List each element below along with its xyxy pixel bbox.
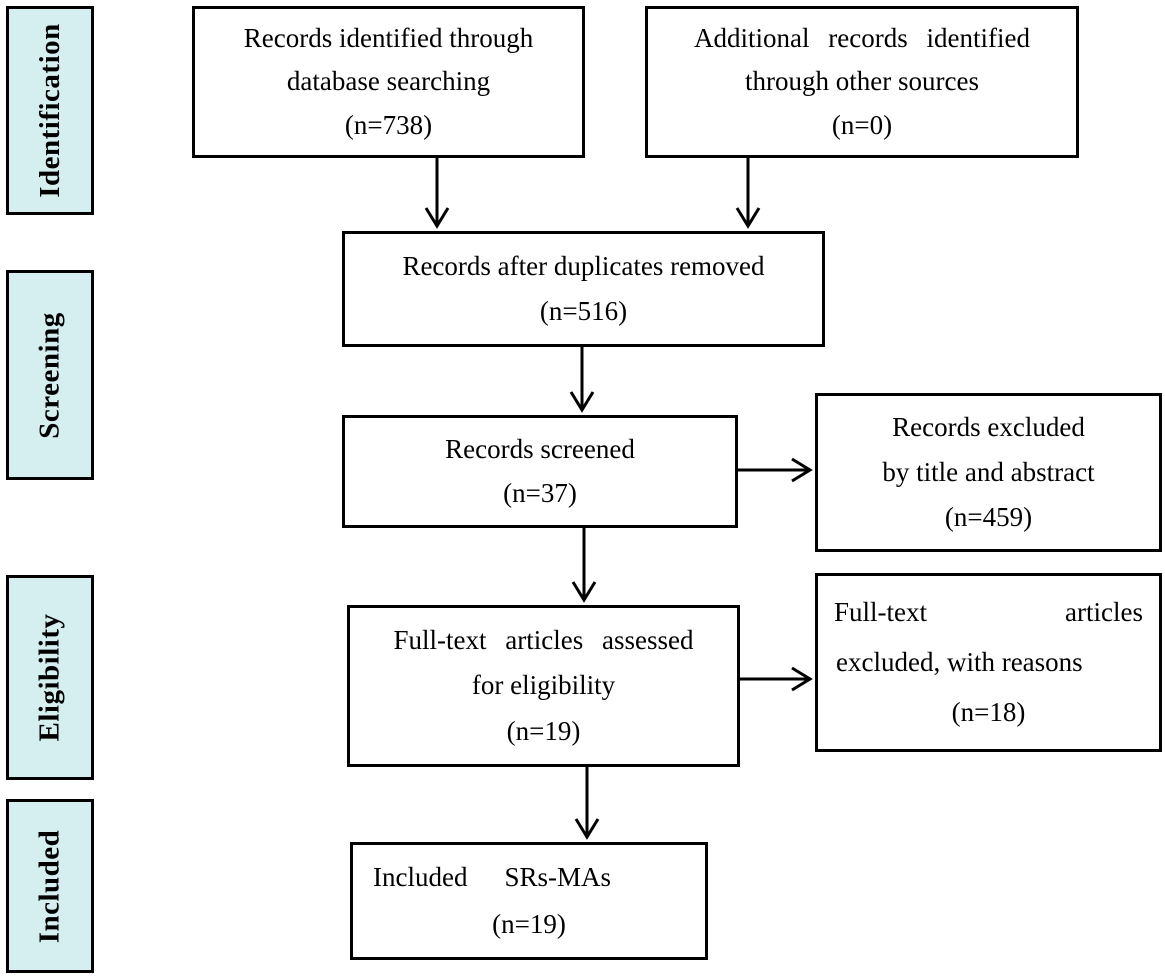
stage-included: Included <box>6 799 94 973</box>
box-fulltext-assessed: Full-text articles assessed for eligibil… <box>347 605 740 767</box>
box-records-excluded-line1: Records excluded <box>892 411 1085 442</box>
box-included-srs-count: (n=19) <box>492 908 566 939</box>
box-additional-records: Additional records identified through ot… <box>645 6 1079 158</box>
box-fulltext-excluded-count: (n=18) <box>951 696 1026 727</box>
box-records-excluded-count: (n=459) <box>944 501 1033 532</box>
box-included-srs-line1-left: Included <box>373 862 468 893</box>
box-additional-records-line2: through other sources <box>745 66 979 97</box>
box-fulltext-excluded: Full-text articles excluded, with reason… <box>815 573 1162 752</box>
box-additional-records-count: (n=0) <box>831 109 893 140</box>
box-records-excluded-line2: by title and abstract <box>882 456 1095 487</box>
stage-identification: Identification <box>6 6 94 215</box>
box-included-srs: Included SRs-MAs (n=19) <box>350 842 708 960</box>
box-fulltext-assessed-line1: Full-text articles assessed <box>393 624 694 655</box>
box-fulltext-assessed-count: (n=19) <box>506 716 581 747</box>
box-records-identified-line1: Records identified through <box>243 23 534 54</box>
box-records-identified: Records identified through database sear… <box>192 6 585 158</box>
box-duplicates-removed: Records after duplicates removed (n=516) <box>342 231 825 347</box>
box-fulltext-excluded-line2: excluded, with reasons <box>836 646 1083 677</box>
box-fulltext-excluded-line1: Full-text articles <box>830 595 1147 630</box>
box-duplicates-removed-line1: Records after duplicates removed <box>402 250 765 281</box>
box-included-srs-line1: Included SRs-MAs <box>365 860 693 895</box>
box-fulltext-excluded-line1-left: Full-text <box>834 596 927 627</box>
stage-identification-label: Identification <box>33 23 66 198</box>
box-duplicates-removed-count: (n=516) <box>539 296 628 327</box>
stage-eligibility-label: Eligibility <box>33 613 66 742</box>
box-records-screened: Records screened (n=37) <box>342 415 738 528</box>
box-records-excluded: Records excluded by title and abstract (… <box>815 393 1162 552</box>
box-fulltext-excluded-line1-right: articles <box>1065 596 1143 627</box>
box-records-screened-count: (n=37) <box>503 478 577 509</box>
stage-eligibility: Eligibility <box>6 575 94 780</box>
stage-screening: Screening <box>6 270 94 480</box>
stage-screening-label: Screening <box>33 311 66 439</box>
box-fulltext-assessed-line2: for eligibility <box>471 670 616 701</box>
box-records-identified-count: (n=738) <box>344 109 433 140</box>
box-additional-records-line1: Additional records identified <box>694 23 1030 54</box>
box-included-srs-line1-right: SRs-MAs <box>504 862 612 893</box>
stage-included-label: Included <box>33 829 66 943</box>
box-records-identified-line2: database searching <box>286 66 491 97</box>
box-records-screened-line1: Records screened <box>445 433 635 464</box>
